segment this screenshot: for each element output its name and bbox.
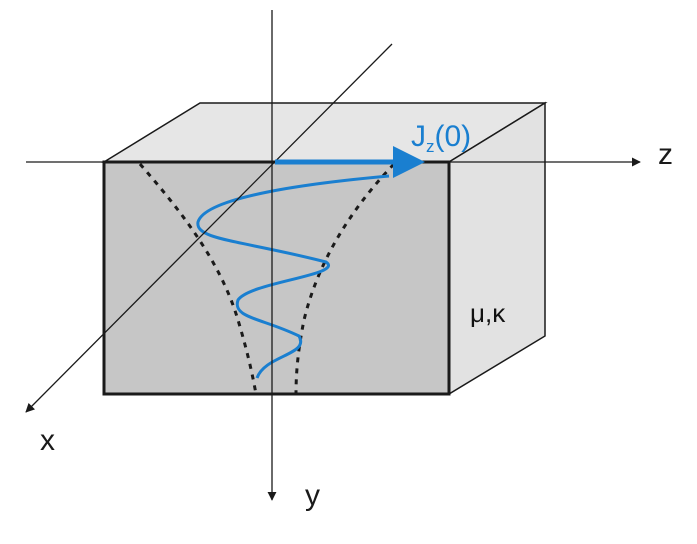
x-axis (25, 43, 393, 413)
axis-label-z: z (658, 138, 673, 171)
axis-label-y: y (305, 479, 320, 512)
current-density-wave (196, 174, 390, 379)
decay-envelope-right (294, 162, 396, 395)
axis-label-x: x (40, 424, 55, 457)
current-symbol: J (411, 120, 426, 153)
surface-current-arrow-head (393, 146, 425, 178)
material-parameters-label: μ,κ (470, 298, 506, 328)
block-front-face (102, 160, 451, 396)
current-subscript: z (426, 137, 435, 156)
current-argument: (0) (435, 120, 472, 153)
decay-envelope-left (138, 163, 258, 395)
surface-current-label: Jz(0) (411, 120, 471, 156)
